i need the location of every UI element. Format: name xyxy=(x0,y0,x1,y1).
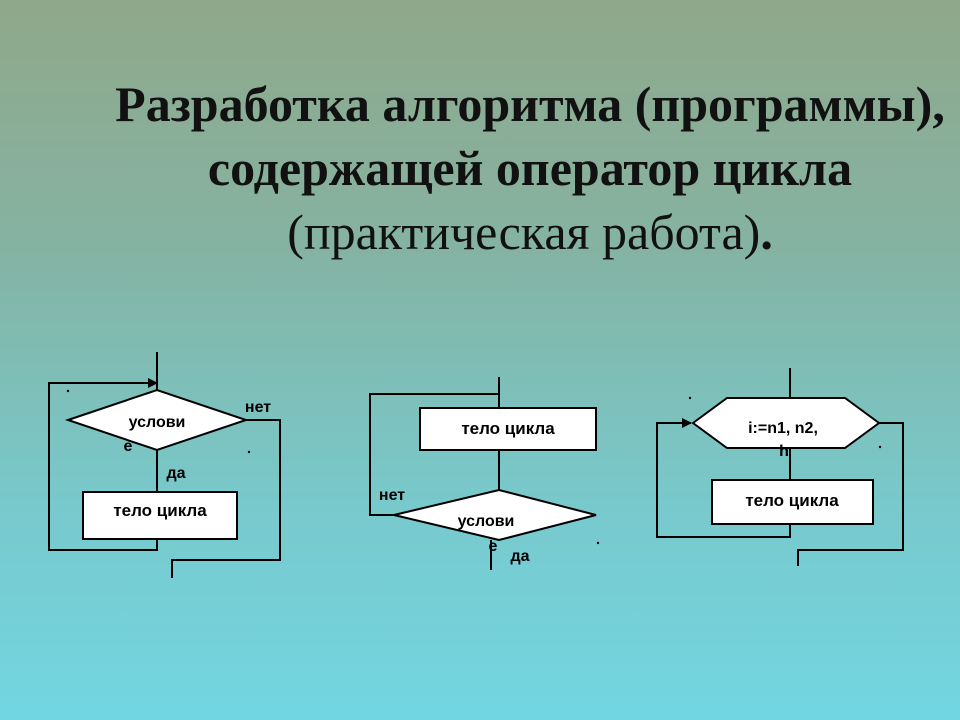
d2-loop-back-line xyxy=(369,393,499,516)
d1-body-box xyxy=(82,491,238,540)
slide-title: Разработка алгоритма (программы), содерж… xyxy=(100,72,960,264)
d1-condition-text-1: услови xyxy=(129,414,186,431)
d3-exit-line xyxy=(797,422,904,566)
for-loop-diagram: i:=n1, n2, h тело цикла xyxy=(656,368,904,566)
d3-dot xyxy=(688,396,692,400)
d1-loop-back-line xyxy=(48,378,158,551)
d2-dot xyxy=(596,541,600,545)
d1-body-text: тело цикла xyxy=(113,501,207,520)
d1-dot xyxy=(247,450,251,454)
d1-dot xyxy=(66,389,70,393)
while-loop-diagram: услови е нет да тело цикла xyxy=(48,352,281,578)
d1-exit-line xyxy=(171,419,281,578)
d1-yes-label: да xyxy=(166,465,185,482)
title-bold-part: Разработка алгоритма (программы), содерж… xyxy=(115,76,945,196)
d3-loop-back-line xyxy=(656,418,791,538)
d1-condition-text-2: е xyxy=(124,438,133,455)
d2-yes-label: да xyxy=(510,548,529,565)
d3-header-text-2: h xyxy=(779,443,789,460)
d2-body-text: тело цикла xyxy=(461,419,555,438)
d3-body-box xyxy=(711,479,874,525)
d2-body-box xyxy=(419,407,597,451)
do-while-loop-diagram: тело цикла услови е нет да xyxy=(369,377,600,570)
title-end: . xyxy=(760,204,773,260)
d3-header-text-1: i:=n1, n2, xyxy=(748,420,818,437)
d2-condition-diamond xyxy=(393,488,597,542)
title-normal-part: (практическая работа) xyxy=(287,204,761,260)
d3-body-text: тело цикла xyxy=(745,491,839,510)
d1-no-label: нет xyxy=(245,399,271,416)
d2-condition-text-2: е xyxy=(489,538,498,555)
d3-dot xyxy=(878,445,882,449)
d2-condition-text-1: услови xyxy=(458,513,515,530)
d2-no-label: нет xyxy=(379,487,405,504)
